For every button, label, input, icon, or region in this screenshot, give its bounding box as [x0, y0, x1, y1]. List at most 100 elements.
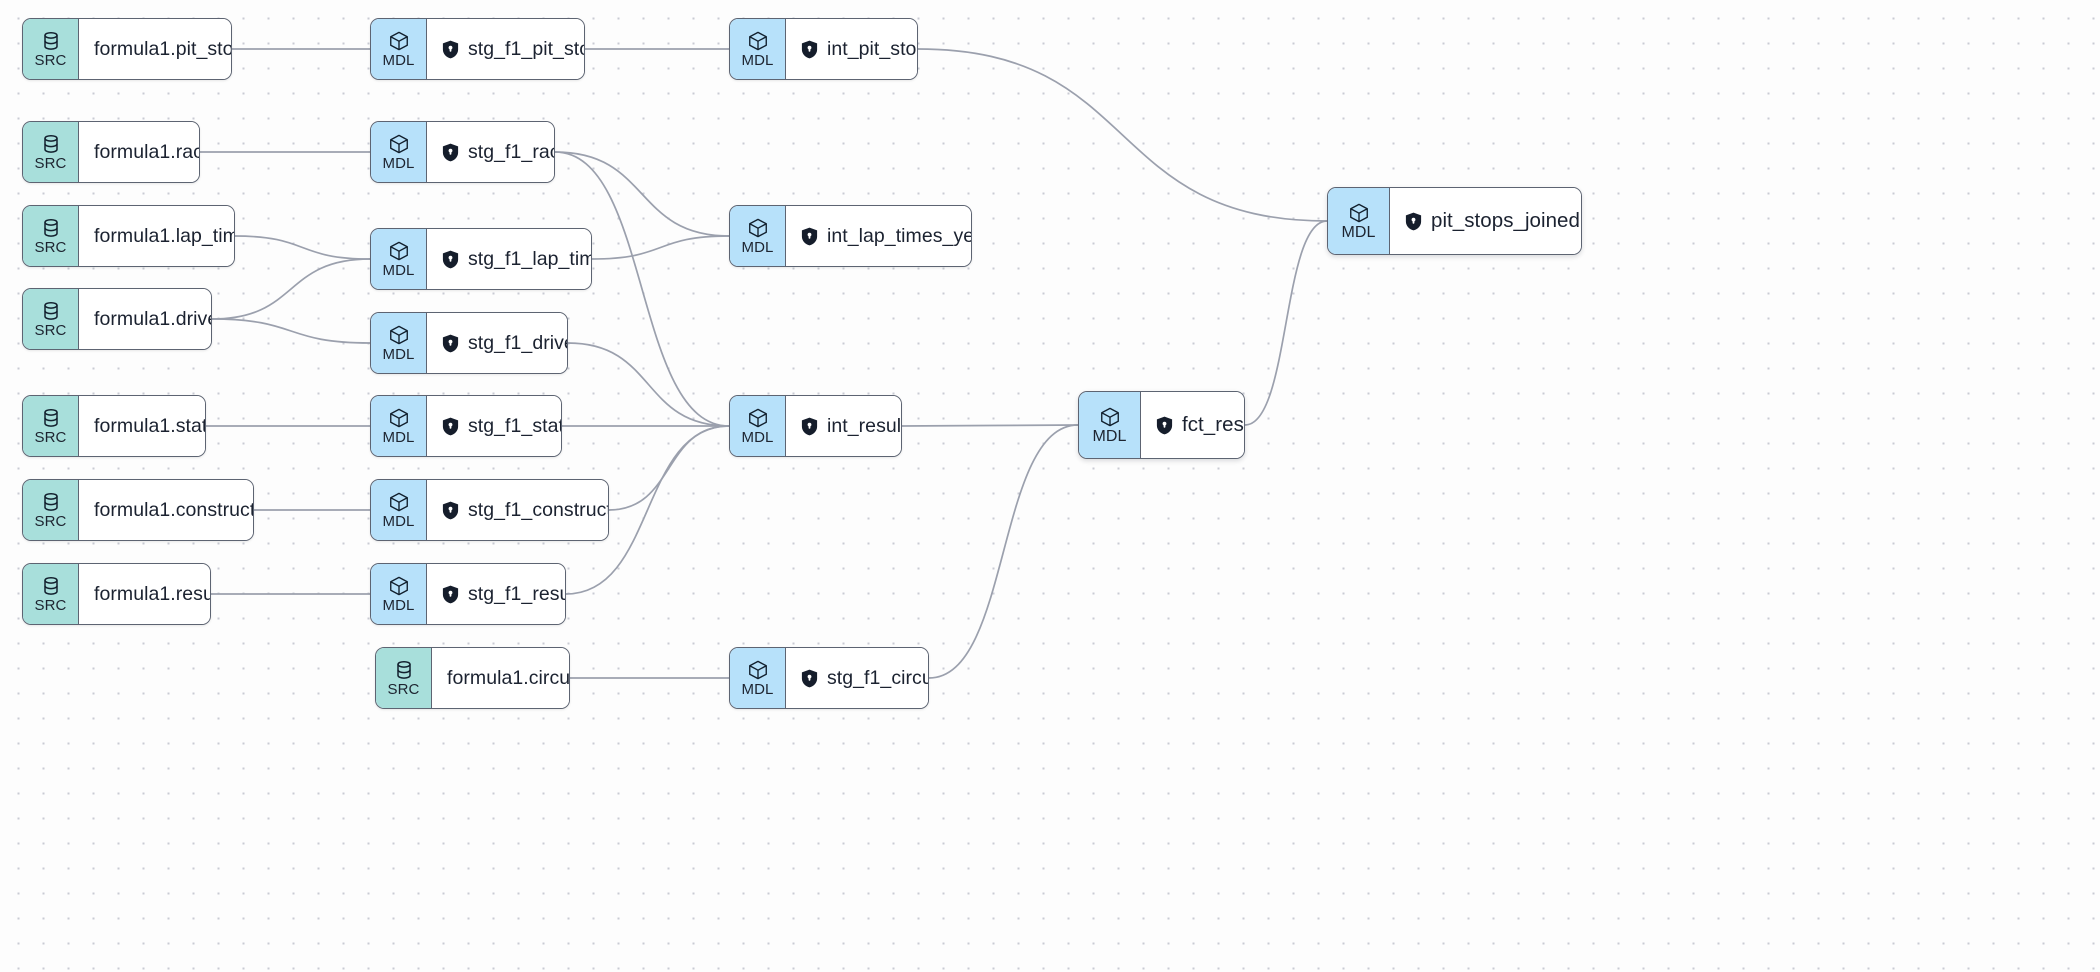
source-badge: SRC	[23, 480, 79, 540]
cube-icon	[747, 659, 769, 681]
model-badge: MDL	[371, 564, 427, 624]
source-badge: SRC	[23, 19, 79, 79]
badge-type-label: MDL	[741, 681, 774, 698]
database-icon	[41, 408, 61, 429]
node-src_constructors[interactable]: SRC formula1.constructors	[22, 479, 254, 541]
shield-lock-icon	[442, 250, 459, 269]
shield-lock-icon	[442, 501, 459, 520]
edge-src_lap_times-to-stg_lap_times	[234, 235, 371, 260]
node-stg_races[interactable]: MDL stg_f1_races	[370, 121, 555, 183]
shield-lock-icon	[1156, 416, 1173, 435]
node-label: fct_results	[1182, 413, 1244, 436]
edge-int_results-to-fct_results	[901, 424, 1079, 427]
shield-lock-icon	[801, 227, 818, 246]
node-label: stg_f1_races	[468, 140, 554, 163]
edge-stg_races-to-int_lap_times_years	[554, 151, 730, 237]
badge-type-label: SRC	[387, 680, 420, 698]
badge-type-label: MDL	[382, 155, 415, 172]
node-body: stg_f1_constructors	[427, 480, 608, 540]
node-label: formula1.constructors	[94, 498, 254, 521]
source-badge: SRC	[23, 564, 79, 624]
node-label: stg_f1_status	[468, 414, 561, 437]
badge-type-label: SRC	[34, 428, 67, 446]
shield-lock-icon	[442, 40, 459, 59]
edge-src_drivers-to-stg_drivers	[211, 318, 371, 344]
badge-type-label: MDL	[382, 429, 415, 446]
node-label: formula1.status	[94, 414, 206, 437]
node-body: stg_f1_results	[427, 564, 565, 624]
model-badge: MDL	[371, 396, 427, 456]
cube-icon	[388, 575, 410, 597]
badge-type-label: MDL	[741, 52, 774, 69]
node-label: formula1.races	[94, 140, 199, 163]
node-src_results[interactable]: SRC formula1.results	[22, 563, 211, 625]
cube-icon	[747, 217, 769, 239]
shield-lock-icon	[442, 143, 459, 162]
node-body: int_results	[786, 396, 901, 456]
cube-icon	[388, 133, 410, 155]
database-icon	[394, 660, 414, 681]
node-label: stg_f1_circuits	[827, 666, 928, 689]
badge-type-label: SRC	[34, 596, 67, 614]
node-label: stg_f1_constructors	[468, 498, 608, 521]
node-stg_status[interactable]: MDL stg_f1_status	[370, 395, 562, 457]
shield-lock-icon	[1405, 212, 1422, 231]
badge-type-label: MDL	[741, 429, 774, 446]
node-body: formula1.pit_stops	[79, 19, 231, 79]
node-body: stg_f1_status	[427, 396, 561, 456]
node-body: formula1.drivers	[79, 289, 211, 349]
database-icon	[41, 218, 61, 239]
edge-stg_circuits-to-fct_results	[928, 424, 1079, 679]
model-badge: MDL	[730, 396, 786, 456]
cube-icon	[747, 407, 769, 429]
model-badge: MDL	[371, 480, 427, 540]
shield-lock-icon	[801, 417, 818, 436]
model-badge: MDL	[730, 206, 786, 266]
node-body: stg_f1_lap_times	[427, 229, 591, 289]
cube-icon	[1348, 202, 1370, 224]
badge-type-label: MDL	[741, 239, 774, 256]
edge-fct_results-to-pit_stops_joined	[1244, 220, 1328, 426]
node-body: formula1.results	[79, 564, 210, 624]
source-badge: SRC	[23, 396, 79, 456]
node-body: int_pit_stops	[786, 19, 917, 79]
node-int_results[interactable]: MDL int_results	[729, 395, 902, 457]
node-body: stg_f1_circuits	[786, 648, 928, 708]
database-icon	[41, 134, 61, 155]
source-badge: SRC	[23, 289, 79, 349]
node-body: stg_f1_pit_stops	[427, 19, 584, 79]
node-body: int_lap_times_years	[786, 206, 971, 266]
node-body: fct_results	[1141, 392, 1244, 458]
node-stg_circuits[interactable]: MDL stg_f1_circuits	[729, 647, 929, 709]
source-badge: SRC	[376, 648, 432, 708]
cube-icon	[388, 240, 410, 262]
node-label: stg_f1_results	[468, 582, 565, 605]
database-icon	[41, 492, 61, 513]
node-int_pit_stops[interactable]: MDL int_pit_stops	[729, 18, 918, 80]
node-body: formula1.status	[79, 396, 206, 456]
node-body: stg_f1_races	[427, 122, 554, 182]
node-src_status[interactable]: SRC formula1.status	[22, 395, 206, 457]
cube-icon	[388, 491, 410, 513]
badge-type-label: MDL	[382, 597, 415, 614]
edge-stg_constructors-to-int_results	[608, 425, 730, 511]
node-stg_results[interactable]: MDL stg_f1_results	[370, 563, 566, 625]
node-stg_constructors[interactable]: MDL stg_f1_constructors	[370, 479, 609, 541]
edge-src_drivers-to-stg_lap_times	[211, 258, 371, 320]
database-icon	[41, 576, 61, 597]
model-badge: MDL	[1328, 188, 1390, 254]
model-badge: MDL	[730, 19, 786, 79]
node-int_lap_times_years[interactable]: MDL int_lap_times_years	[729, 205, 972, 267]
